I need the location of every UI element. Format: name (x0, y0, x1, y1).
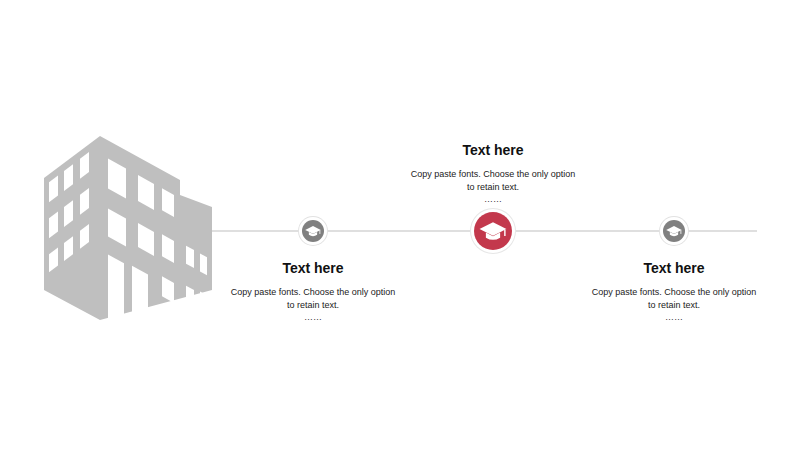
milestone-text: Text hereCopy paste fonts. Choose the on… (228, 260, 398, 323)
milestone-ellipsis: …… (228, 311, 398, 323)
milestone-body: Copy paste fonts. Choose the only option… (408, 168, 578, 193)
milestone-ellipsis: …… (589, 311, 759, 323)
milestone-ellipsis: …… (408, 193, 578, 205)
building-windows (108, 158, 207, 377)
graduation-cap-icon (302, 220, 324, 242)
milestone-circle: Text hereCopy paste fonts. Choose the on… (474, 212, 512, 250)
building-body (44, 136, 212, 320)
milestone-heading: Text here (589, 260, 759, 277)
milestone-circle: Text hereCopy paste fonts. Choose the on… (663, 220, 685, 242)
timeline-line (683, 230, 757, 231)
graduation-cap-icon (474, 212, 512, 250)
building-windows (49, 152, 89, 272)
milestone-text: Text hereCopy paste fonts. Choose the on… (408, 142, 578, 205)
milestone-text: Text hereCopy paste fonts. Choose the on… (589, 260, 759, 323)
graduation-cap-icon (663, 220, 685, 242)
milestone-body: Copy paste fonts. Choose the only option… (589, 286, 759, 311)
milestone-body: Copy paste fonts. Choose the only option… (228, 286, 398, 311)
timeline-line (212, 230, 304, 231)
timeline-connector (516, 230, 659, 231)
milestone-heading: Text here (228, 260, 398, 277)
timeline-connector (328, 230, 470, 231)
milestone-circle: Text hereCopy paste fonts. Choose the on… (302, 220, 324, 242)
milestone-heading: Text here (408, 142, 578, 159)
